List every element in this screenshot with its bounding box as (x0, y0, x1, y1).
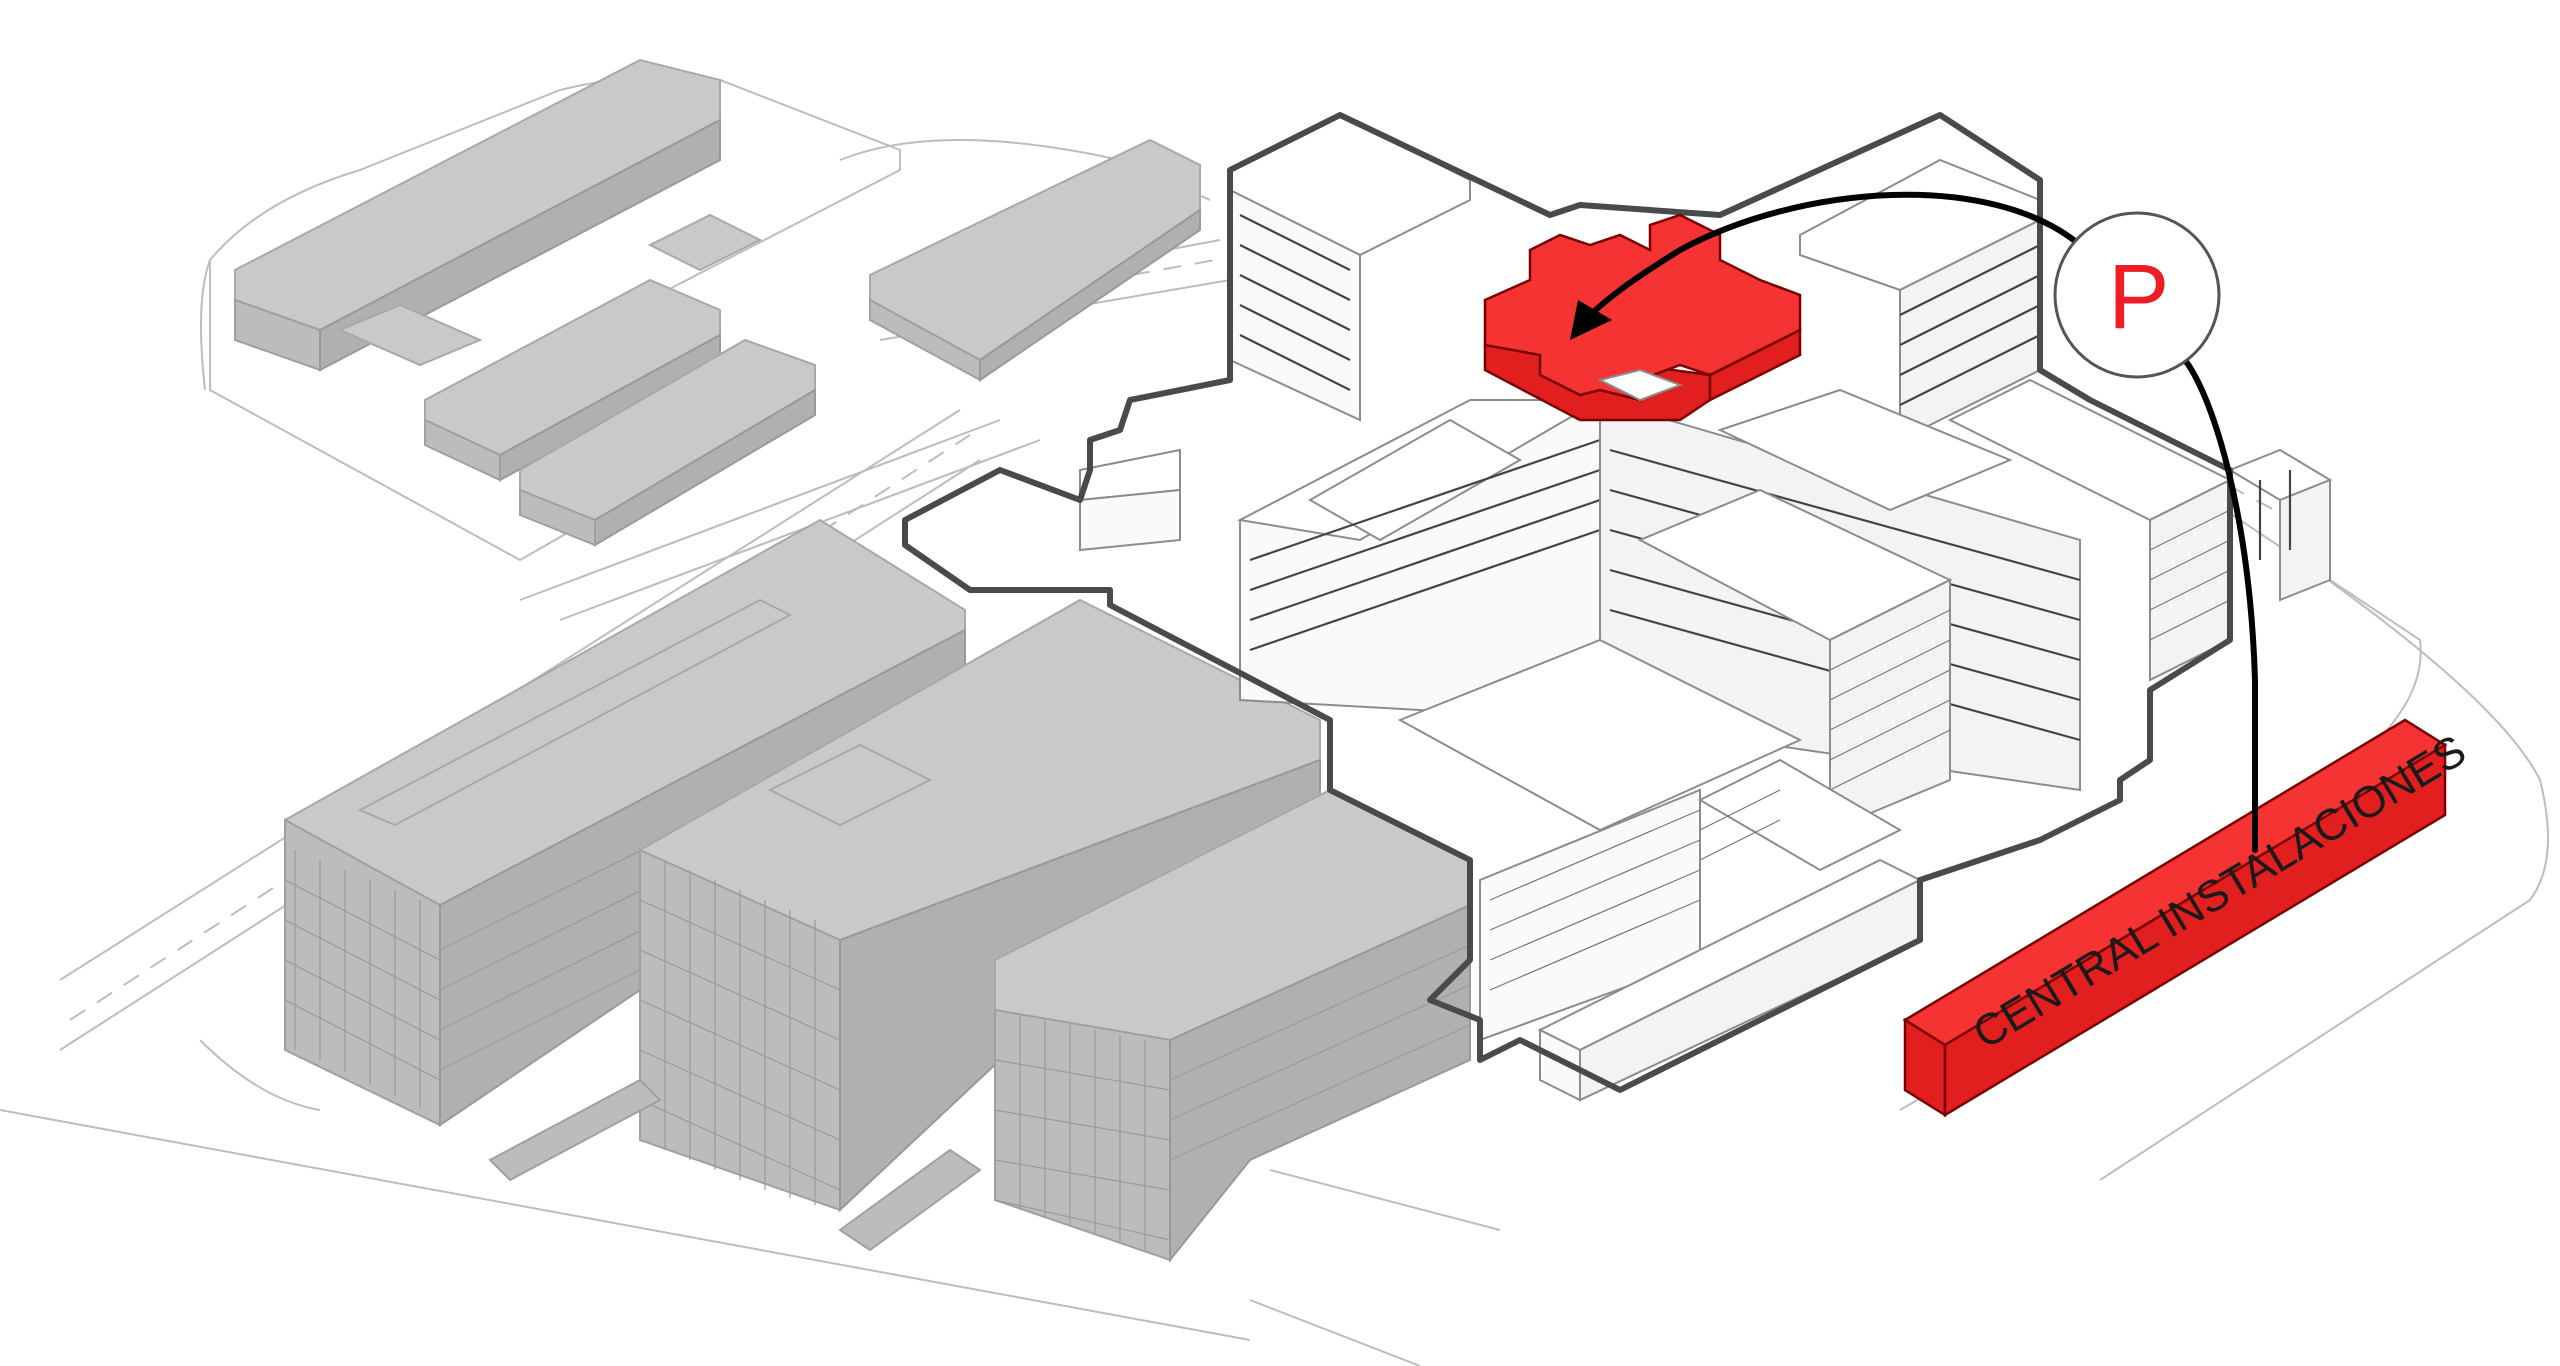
parking-letter: P (2108, 246, 2169, 348)
arrow-to-central-plant (2182, 357, 2258, 853)
rooftop-plant-highlight (1483, 213, 1802, 422)
grey-low-buildings (234, 58, 1201, 547)
arrowhead-icon (1570, 300, 1612, 340)
arrow-to-roof-plant (1582, 191, 2083, 323)
parking-circle-icon (2053, 211, 2221, 379)
white-hospital-complex (1079, 113, 2333, 1102)
central-instalaciones-block: CENTRAL INSTALACIONES (1902, 718, 2474, 1118)
parking-marker: P (2053, 211, 2221, 379)
connection-arrow (1570, 191, 2258, 853)
project-boundary-outline (902, 112, 2233, 1093)
grey-towers (284, 518, 1471, 1263)
